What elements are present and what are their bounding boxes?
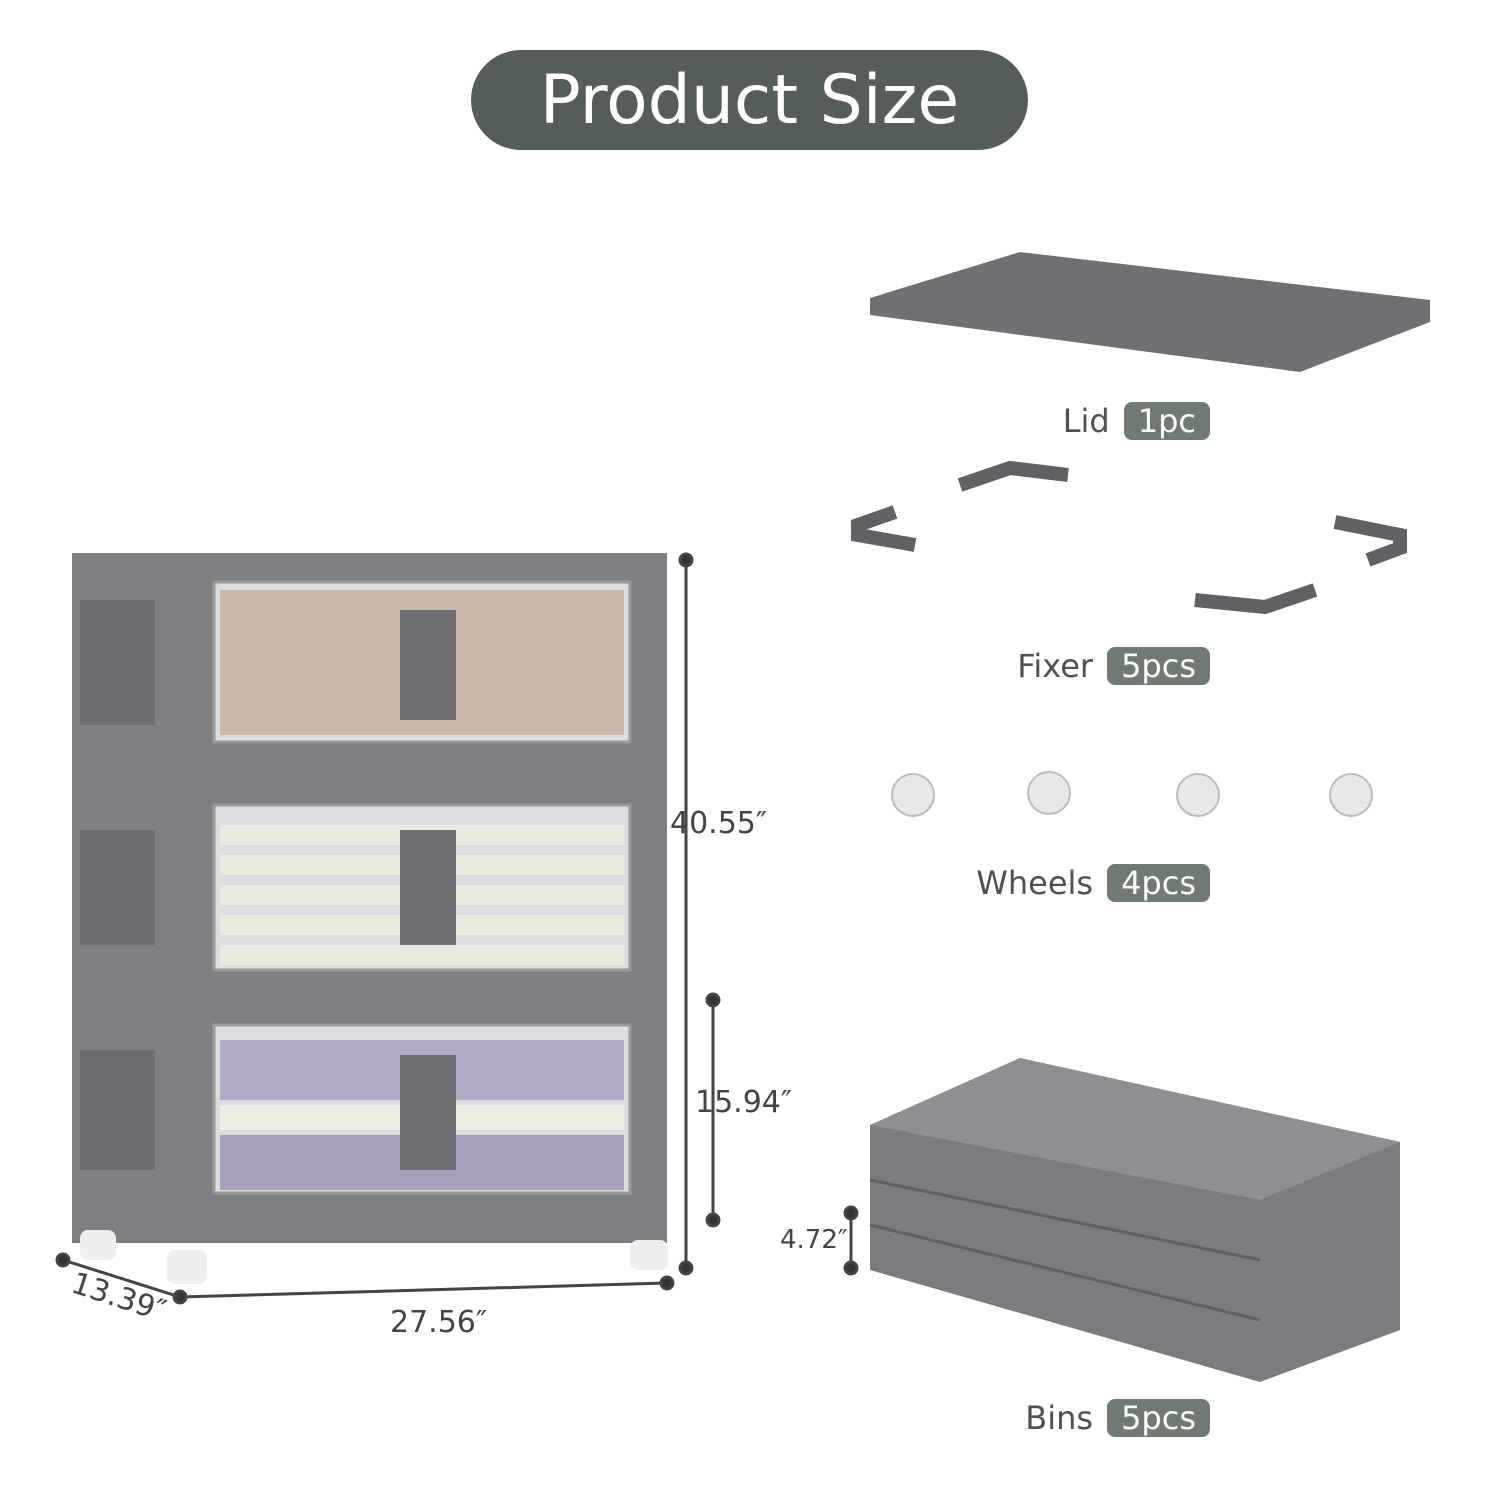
- dimension-lines: [55, 552, 859, 1305]
- quantity-badge: 5pcs: [1107, 647, 1210, 685]
- quantity-badge: 4pcs: [1107, 864, 1210, 902]
- lid-image: [870, 252, 1430, 372]
- height-dimension: 40.55″: [670, 806, 768, 841]
- wheel-images: [891, 771, 1373, 817]
- folded-height-dimension: 4.72″: [780, 1225, 848, 1255]
- folded-bins-image: [869, 1058, 1400, 1382]
- part-name: Bins: [1025, 1399, 1094, 1437]
- part-name: Fixer: [1017, 647, 1094, 685]
- part-label-lid: Lid 1pc: [1063, 402, 1210, 440]
- width-dimension: 27.56″: [390, 1305, 488, 1340]
- part-label-fixer: Fixer 5pcs: [1017, 647, 1210, 685]
- fixer-images: [851, 460, 1407, 615]
- quantity-badge: 1pc: [1123, 402, 1210, 440]
- bin-height-dimension: 15.94″: [695, 1085, 793, 1120]
- quantity-badge: 5pcs: [1107, 1399, 1210, 1437]
- storage-cabinet-image: [72, 553, 668, 1284]
- page-title: Product Size: [471, 50, 1028, 150]
- part-name: Lid: [1062, 402, 1110, 440]
- part-label-bins: Bins 5pcs: [1025, 1399, 1210, 1437]
- part-label-wheels: Wheels 4pcs: [976, 864, 1210, 902]
- part-name: Wheels: [976, 864, 1094, 902]
